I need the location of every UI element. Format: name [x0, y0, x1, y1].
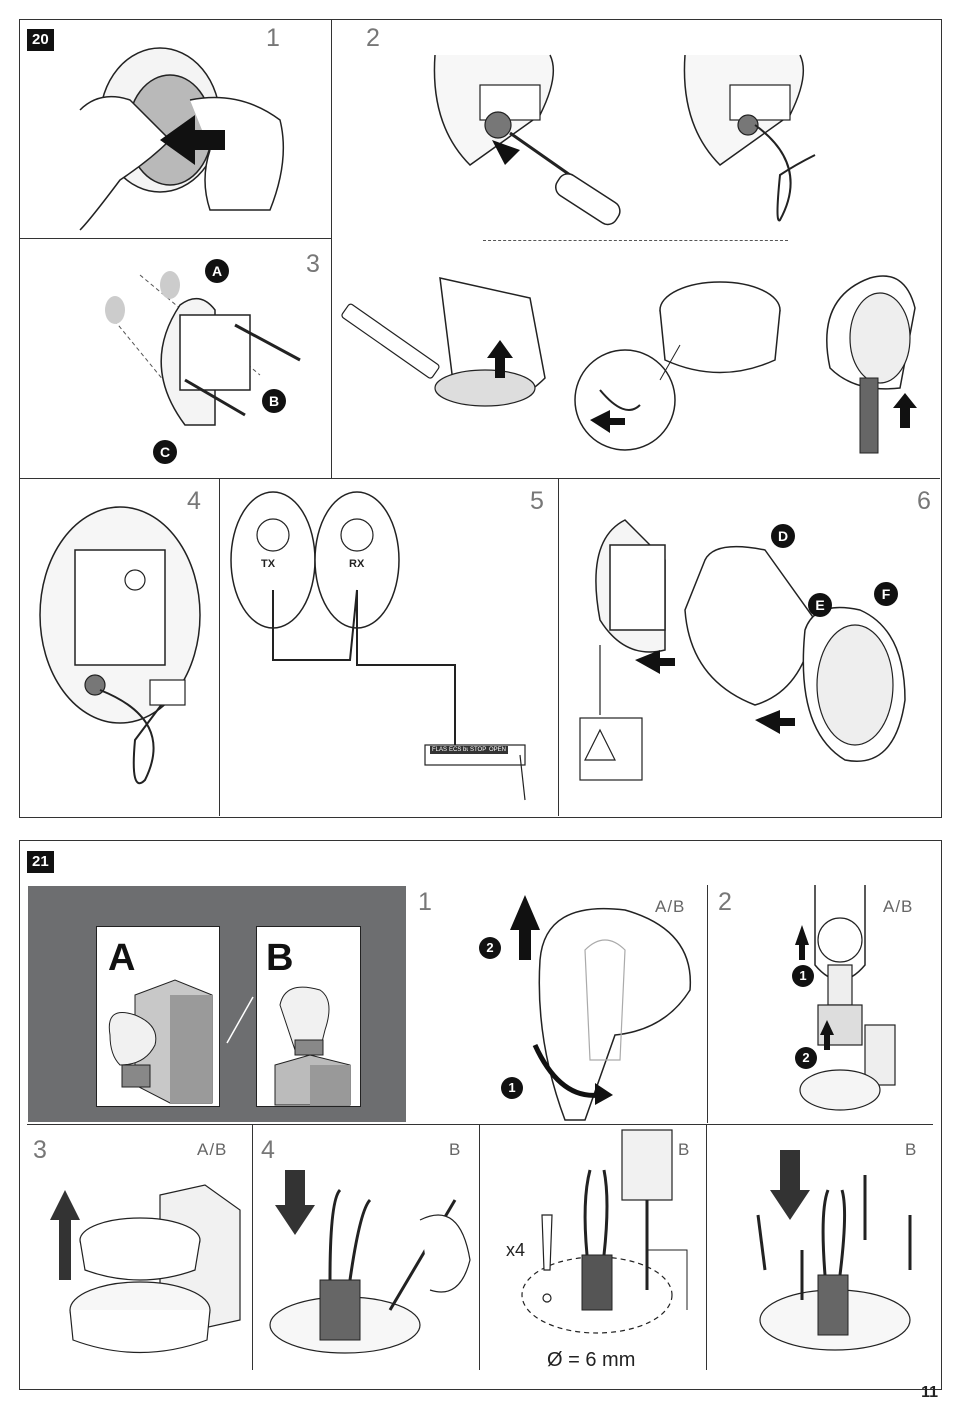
illustration-remove-bulb — [795, 885, 896, 1111]
illustration-unscrew-cover — [510, 895, 692, 1121]
illustration-knife-cut — [341, 277, 546, 407]
illustration-wall-mount — [105, 271, 301, 426]
b-label-step-4: B — [449, 1140, 462, 1159]
step-21-2: 2 — [718, 888, 732, 916]
divider-21-v3 — [479, 1124, 480, 1370]
ab-label-step-1: A/B — [655, 897, 686, 916]
figure-21-badge: 21 — [27, 851, 54, 873]
step-number-2: 2 — [366, 24, 380, 52]
step-number-4: 4 — [187, 487, 201, 515]
b-label-screws: B — [905, 1140, 918, 1159]
divider-21-v1 — [707, 885, 708, 1123]
illustration-photocell-box — [39, 506, 201, 785]
illustration-remove-base — [50, 1184, 241, 1354]
illustration-housing-cable — [826, 275, 917, 454]
terminal-open: OPEN — [487, 746, 509, 754]
tx-label: TX — [261, 558, 276, 570]
illustration-final-assembly — [579, 519, 906, 781]
divider-21-h1 — [27, 1124, 933, 1125]
step-number-5: 5 — [530, 487, 544, 515]
terminal-flash: FLASH — [430, 746, 454, 754]
terminal-stop: STOP — [468, 746, 489, 754]
hole-diameter: Ø = 6 mm — [547, 1349, 636, 1371]
divider-v-3 — [558, 478, 559, 816]
illustration-cable-pass — [683, 54, 816, 222]
order-badge-1-step1: 1 — [501, 1077, 523, 1099]
illustration-cut-membrane — [269, 1170, 471, 1354]
illustration-screwdriver — [433, 54, 621, 226]
step-number-6: 6 — [917, 487, 931, 515]
illustration-variant-b — [274, 986, 351, 1106]
callout-c: C — [153, 440, 177, 464]
order-badge-2-step1: 2 — [479, 937, 501, 959]
ab-label-step-2: A/B — [883, 897, 914, 916]
step-number-3: 3 — [306, 250, 320, 278]
order-badge-1-step2: 1 — [792, 965, 814, 987]
illustration-base-detail — [574, 281, 781, 451]
callout-f: F — [874, 582, 898, 606]
callout-b: B — [262, 389, 286, 413]
variant-b-label: B — [266, 937, 294, 979]
step-number-1: 1 — [266, 24, 280, 52]
callout-d: D — [771, 524, 795, 548]
divider-21-v4 — [706, 1124, 707, 1370]
rx-label: RX — [349, 558, 365, 570]
page-number: 11 — [921, 1384, 938, 1401]
divider-h-1 — [20, 238, 331, 239]
illustration-drill-holes — [521, 1129, 688, 1334]
dashed-separator — [483, 240, 788, 241]
illustration-variant-a — [108, 979, 213, 1104]
step-21-3: 3 — [33, 1136, 47, 1164]
b-label-drill: B — [678, 1140, 691, 1159]
variant-a-label: A — [108, 937, 136, 979]
divider-h-2 — [20, 478, 940, 479]
illustration-fix-screws — [756, 1150, 912, 1351]
illustration-slash — [226, 996, 254, 1044]
ab-label-step-3: A/B — [197, 1140, 228, 1159]
callout-e: E — [808, 593, 832, 617]
divider-21-v2 — [252, 1124, 253, 1370]
step-21-1: 1 — [418, 888, 432, 916]
step-21-4: 4 — [261, 1136, 275, 1164]
divider-v-2 — [219, 478, 220, 816]
anchor-count: x4 — [506, 1240, 526, 1260]
callout-a: A — [205, 259, 229, 283]
figure-20-badge: 20 — [27, 29, 54, 51]
divider-v-1 — [331, 20, 332, 478]
terminal-ecs-bus: ECS bus — [447, 746, 475, 754]
illustration-wiring-diagram — [230, 491, 526, 801]
order-badge-2-step2: 2 — [795, 1047, 817, 1069]
illustration-remove-lens — [79, 47, 285, 231]
